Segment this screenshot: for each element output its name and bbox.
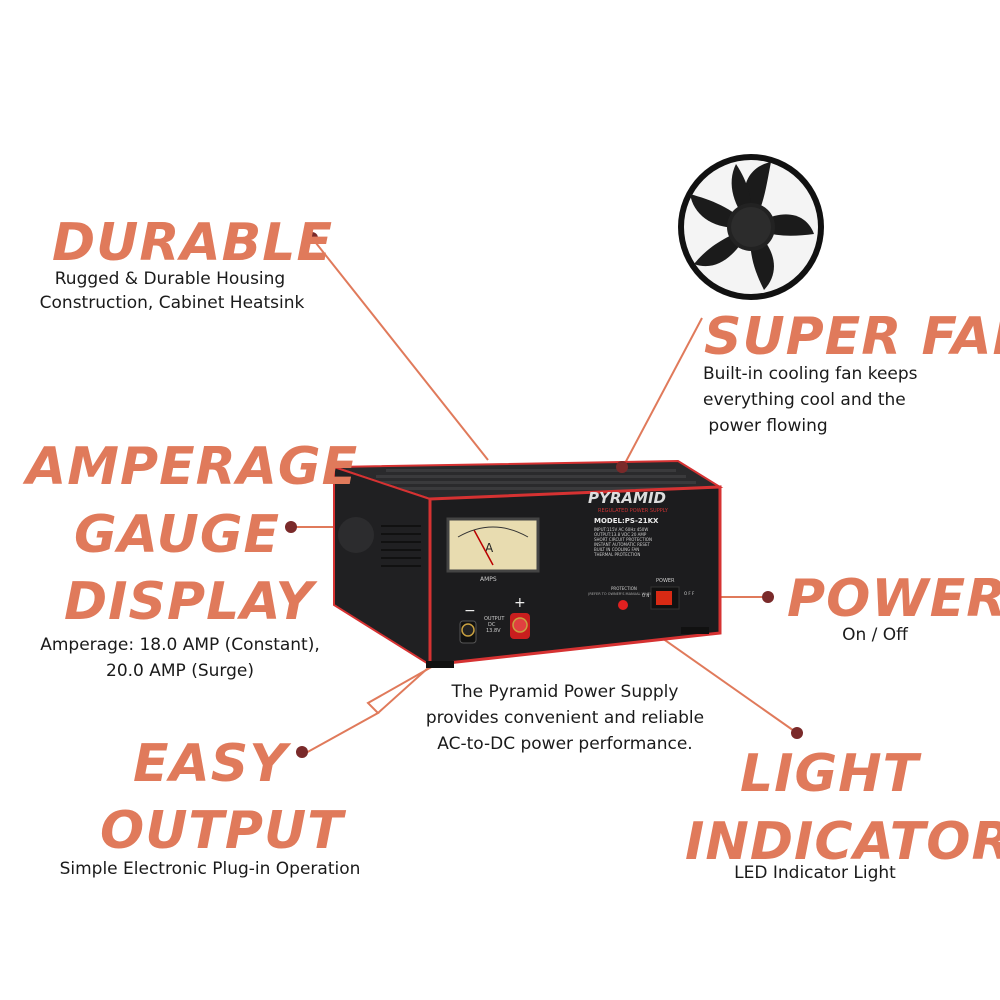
spec-line: INPUT:115V AC 60Hz 450W bbox=[594, 527, 648, 532]
easy-output-title-2: OUTPUT bbox=[100, 801, 344, 861]
light-indicator-title-2: INDICATOR bbox=[685, 812, 1000, 872]
power-desc: On / Off bbox=[842, 625, 908, 645]
switch-on: O N bbox=[642, 593, 649, 598]
device-brand-sub: REGULATED POWER SUPPLY bbox=[598, 508, 669, 514]
power-dot bbox=[762, 591, 774, 603]
power-title: POWER bbox=[787, 569, 1000, 629]
super-fan-desc-1: Built-in cooling fan keeps bbox=[703, 364, 918, 384]
light-indicator-desc: LED Indicator Light bbox=[734, 863, 896, 883]
spec-line: BUILT IN COOLING FAN bbox=[594, 547, 639, 552]
spec-line: INSTANT AUTOMATIC RESET bbox=[594, 542, 650, 547]
super-fan-title: SUPER FAN bbox=[704, 307, 1000, 367]
amperage-dot bbox=[285, 521, 297, 533]
protection-label: PROTECTION bbox=[611, 586, 637, 591]
output-dot bbox=[296, 746, 308, 758]
center-text-1: The Pyramid Power Supply bbox=[451, 682, 679, 702]
meter-unit: A bbox=[485, 541, 494, 555]
durable-callout-line bbox=[311, 237, 489, 461]
light-dot bbox=[791, 727, 803, 739]
super-fan-desc-2: everything cool and the bbox=[703, 390, 906, 410]
minus-label: − bbox=[464, 603, 476, 619]
power-label: POWER bbox=[656, 578, 675, 584]
amperage-title-1: AMPERAGE bbox=[26, 437, 359, 497]
durable-desc-1: Rugged & Durable Housing bbox=[54, 269, 286, 289]
amperage-desc-1: Amperage: 18.0 AMP (Constant), bbox=[40, 635, 320, 655]
output-dc: DC bbox=[488, 622, 496, 628]
amperage-title-2: GAUGE bbox=[74, 505, 281, 565]
spec-line: THERMAL PROTECTION bbox=[593, 552, 640, 557]
easy-output-desc: Simple Electronic Plug-in Operation bbox=[59, 859, 361, 879]
plus-label: + bbox=[514, 595, 526, 611]
spec-line: OUTPUT:13.8 VDC 20 AMP bbox=[594, 532, 647, 537]
easy-output-title-1: EASY bbox=[133, 734, 288, 794]
super-fan-desc-3: power flowing bbox=[703, 416, 828, 436]
protection-note: (REFER TO OWNER'S MANUAL WHEN LIT) bbox=[588, 592, 661, 596]
amperage-desc-2: 20.0 AMP (Surge) bbox=[106, 661, 254, 681]
center-text-2: provides convenient and reliable bbox=[425, 708, 705, 728]
switch-off: O F F bbox=[684, 591, 695, 596]
amperage-title-3: DISPLAY bbox=[64, 572, 315, 632]
output-volt: 13.8V bbox=[486, 628, 501, 634]
light-indicator-title-1: LIGHT bbox=[740, 744, 920, 804]
super-fan-callout-line bbox=[622, 317, 703, 468]
durable-title: DURABLE bbox=[52, 213, 333, 273]
durable-desc-2: Construction, Cabinet Heatsink bbox=[39, 293, 305, 313]
center-text-3: AC-to-DC power performance. bbox=[437, 734, 693, 754]
power-supply-image: A AMPS PYRAMID REGULATED POWER SUPPLY MO… bbox=[333, 459, 724, 668]
durable-dot bbox=[306, 232, 318, 244]
spec-line: SHORT CIRCUIT PROTECTION bbox=[594, 537, 652, 542]
fan-image bbox=[678, 154, 824, 300]
super-fan-dot bbox=[616, 461, 628, 473]
device-brand: PYRAMID bbox=[588, 489, 666, 507]
output-label: OUTPUT bbox=[484, 616, 505, 622]
device-model: MODEL:PS-21KX bbox=[594, 517, 659, 525]
meter-caption: AMPS bbox=[480, 576, 497, 583]
